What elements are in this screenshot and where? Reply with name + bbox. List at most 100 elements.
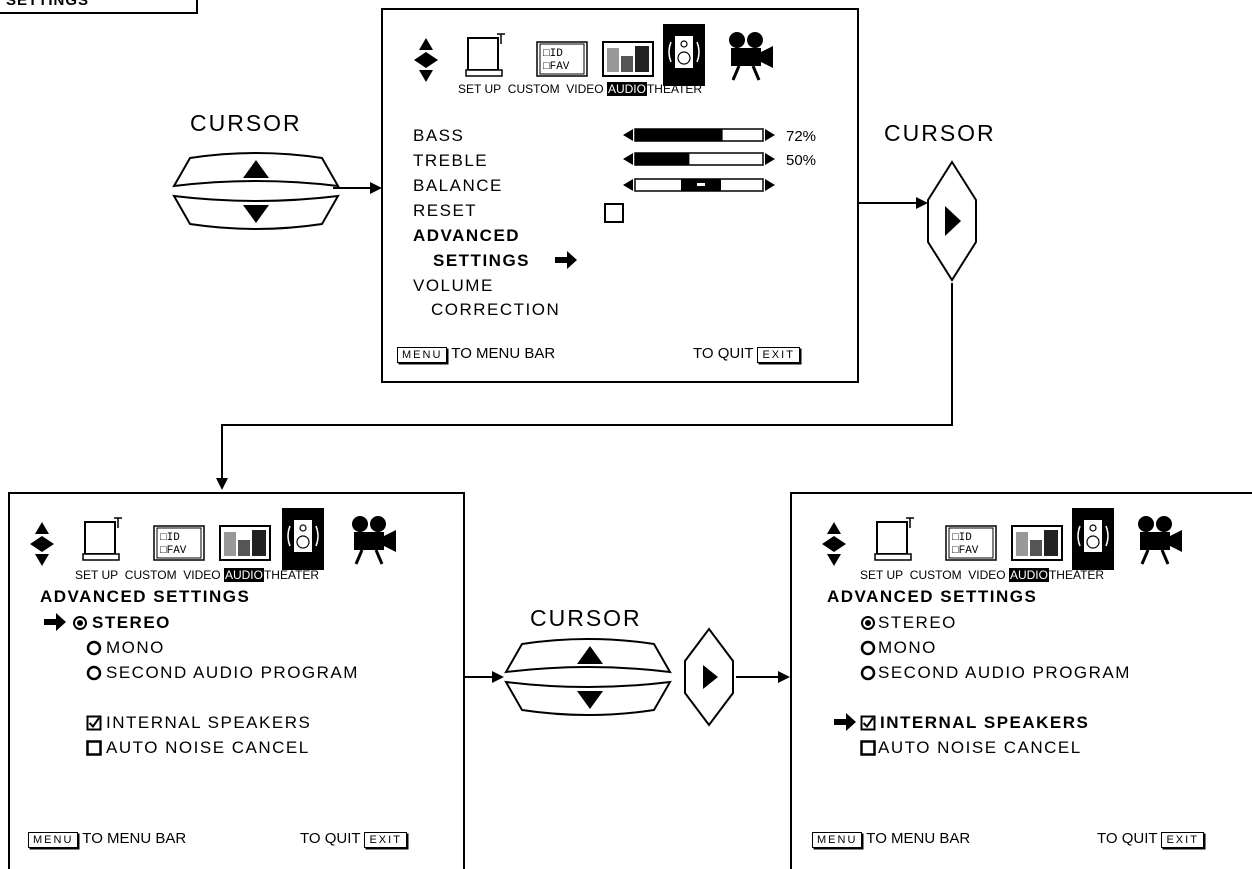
reset-checkbox[interactable] [604, 203, 624, 223]
menu-item-bass[interactable]: BASS [413, 126, 465, 145]
audio-speaker-icon [663, 24, 705, 86]
option-second-audio-program[interactable]: SECOND AUDIO PROGRAM [878, 663, 1131, 682]
tab-setup[interactable]: SET UP [860, 568, 904, 582]
footer-left: MENU TO MENU BAR [397, 345, 555, 363]
footer-menu-text: TO MENU BAR [82, 830, 187, 847]
tab-setup[interactable]: SET UP [75, 568, 119, 582]
cursor-label-top-right: CURSOR [884, 120, 996, 146]
tab-custom[interactable]: CUSTOM [909, 568, 962, 582]
advanced-settings-screen-internal: □ID □FAV SET UP CUSTOM VIDE [790, 492, 1252, 869]
tab-video[interactable]: VIDEO [566, 82, 604, 96]
video-picture-icon [602, 41, 654, 77]
footer-right: TO QUIT EXIT [1097, 830, 1204, 848]
tab-custom[interactable]: CUSTOM [124, 568, 177, 582]
exit-key[interactable]: EXIT [364, 832, 407, 848]
exit-key[interactable]: EXIT [1161, 832, 1204, 848]
audio-menu-screen: □ID □FAV SET UP C [381, 8, 859, 383]
svg-text:□FAV: □FAV [160, 545, 187, 557]
menu-item-treble[interactable]: TREBLE [413, 151, 489, 170]
footer-quit-text: TO QUIT [693, 345, 754, 362]
right-triangle-icon [703, 665, 718, 689]
cursor-right-button[interactable] [925, 158, 985, 288]
option-auto-noise-cancel[interactable]: AUTO NOISE CANCEL [106, 738, 310, 757]
option-stereo[interactable]: STEREO [878, 613, 957, 632]
checkbox-internal-speakers-checked[interactable] [86, 715, 102, 731]
option-mono[interactable]: MONO [106, 638, 165, 657]
radio-mono[interactable] [860, 640, 876, 656]
menu-item-settings[interactable]: SETTINGS [433, 251, 531, 270]
up-triangle-icon [243, 160, 269, 178]
menu-item-correction[interactable]: CORRECTION [431, 300, 561, 319]
cursor-label-middle: CURSOR [530, 605, 642, 631]
svg-text:□FAV: □FAV [543, 61, 570, 73]
option-auto-noise-cancel[interactable]: AUTO NOISE CANCEL [878, 738, 1082, 757]
tab-audio[interactable]: AUDIO [606, 82, 647, 96]
radio-second-audio-program[interactable] [86, 665, 102, 681]
video-picture-icon [219, 525, 271, 561]
treble-value: 50% [786, 152, 817, 169]
bass-slider[interactable] [623, 126, 783, 146]
menu-item-volume[interactable]: VOLUME [413, 276, 494, 295]
down-triangle-icon [243, 205, 269, 223]
option-internal-speakers[interactable]: INTERNAL SPEAKERS [106, 713, 312, 732]
right-arrow-icon [834, 713, 856, 731]
up-triangle-icon [577, 646, 603, 664]
section-tag: SETTINGS [0, 0, 198, 14]
balance-slider[interactable] [623, 176, 783, 196]
footer-left: MENU TO MENU BAR [812, 830, 970, 848]
footer-quit-text: TO QUIT [1097, 830, 1158, 847]
tab-theater[interactable]: THEATER [263, 568, 320, 582]
setup-tv-icon [874, 517, 914, 561]
icon-captions: SET UP CUSTOM VIDEO AUDIOTHEATER [860, 568, 1104, 582]
icon-bar: □ID □FAV [30, 508, 396, 570]
tab-custom[interactable]: CUSTOM [507, 82, 560, 96]
bass-value: 72% [786, 128, 817, 145]
footer-right: TO QUIT EXIT [300, 830, 407, 848]
footer-menu-text: TO MENU BAR [866, 830, 971, 847]
video-picture-icon [1011, 525, 1063, 561]
option-mono[interactable]: MONO [878, 638, 937, 657]
checkbox-auto-noise-cancel[interactable] [860, 740, 876, 756]
checkbox-internal-speakers-checked[interactable] [860, 715, 876, 731]
cursor-up-down-pad[interactable] [168, 146, 348, 246]
svg-text:□FAV: □FAV [952, 545, 979, 557]
radio-stereo-selected[interactable] [860, 615, 876, 631]
four-way-arrow-icon [414, 38, 438, 82]
cursor-right-button-middle[interactable] [683, 625, 743, 735]
tab-video[interactable]: VIDEO [183, 568, 221, 582]
option-internal-speakers[interactable]: INTERNAL SPEAKERS [880, 713, 1090, 732]
custom-id-fav-icon: □ID □FAV [536, 41, 588, 77]
menu-key[interactable]: MENU [397, 347, 448, 363]
four-way-arrow-icon [30, 522, 54, 566]
four-way-arrow-icon [822, 522, 846, 566]
option-second-audio-program[interactable]: SECOND AUDIO PROGRAM [106, 663, 359, 682]
radio-stereo-selected[interactable] [72, 615, 88, 631]
tab-audio[interactable]: AUDIO [223, 568, 264, 582]
radio-mono[interactable] [86, 640, 102, 656]
footer-right: TO QUIT EXIT [693, 345, 800, 363]
icon-captions: SET UP CUSTOM VIDEO AUDIOTHEATER [458, 82, 702, 96]
advanced-settings-title: ADVANCED SETTINGS [40, 587, 251, 606]
option-stereo[interactable]: STEREO [92, 613, 171, 632]
tab-setup[interactable]: SET UP [458, 82, 502, 96]
tab-video[interactable]: VIDEO [968, 568, 1006, 582]
footer-left: MENU TO MENU BAR [28, 830, 186, 848]
down-triangle-icon [577, 691, 603, 709]
tab-theater[interactable]: THEATER [1048, 568, 1105, 582]
menu-item-advanced[interactable]: ADVANCED [413, 226, 521, 245]
treble-slider[interactable] [623, 150, 783, 170]
menu-item-reset[interactable]: RESET [413, 201, 478, 220]
custom-id-fav-icon: □ID □FAV [945, 525, 997, 561]
tab-theater[interactable]: THEATER [646, 82, 703, 96]
menu-key[interactable]: MENU [28, 832, 79, 848]
footer-quit-text: TO QUIT [300, 830, 361, 847]
radio-second-audio-program[interactable] [860, 665, 876, 681]
exit-key[interactable]: EXIT [757, 347, 800, 363]
menu-item-balance[interactable]: BALANCE [413, 176, 503, 195]
checkbox-auto-noise-cancel[interactable] [86, 740, 102, 756]
cursor-label-top-left: CURSOR [190, 110, 302, 136]
cursor-up-down-pad-middle[interactable] [500, 632, 680, 732]
tab-audio[interactable]: AUDIO [1008, 568, 1049, 582]
menu-key[interactable]: MENU [812, 832, 863, 848]
icon-bar: □ID □FAV [822, 508, 1182, 570]
